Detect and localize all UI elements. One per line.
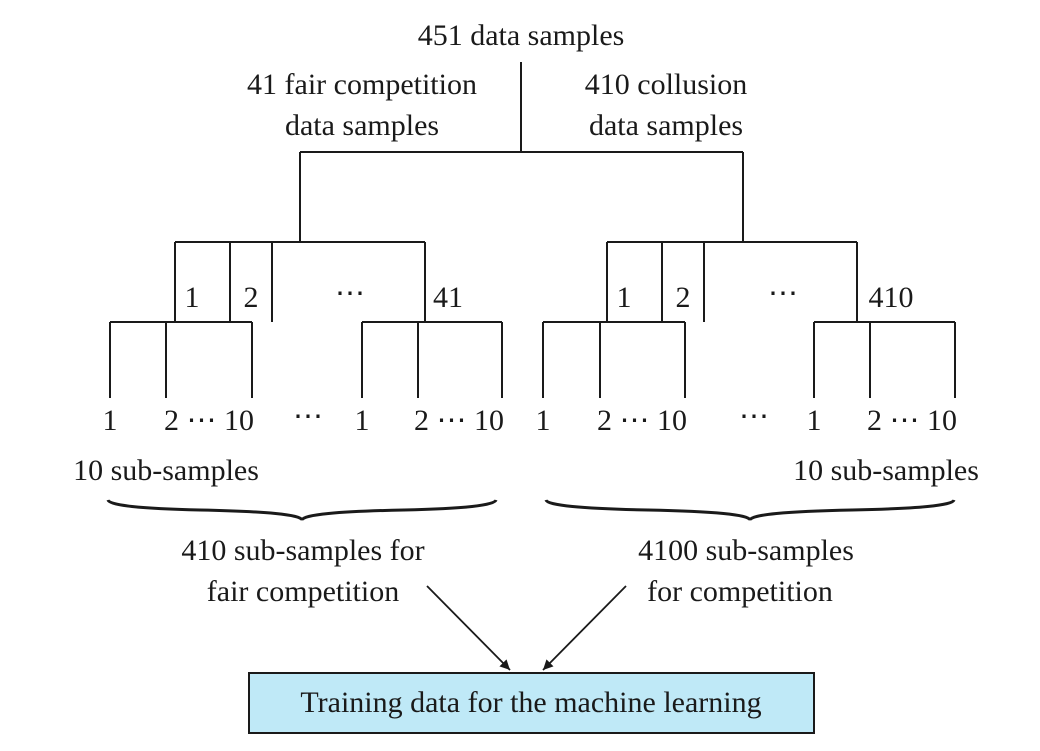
right-branch-ellipsis: ⋯: [768, 277, 798, 310]
right-sub-b-num-2-10: 2 ⋯ 10: [867, 404, 957, 437]
right-sub-a-num-1: 1: [536, 404, 551, 437]
right-curly-brace: [544, 499, 956, 521]
left-curly-brace: [106, 499, 498, 521]
left-branch-ellipsis: ⋯: [335, 277, 365, 310]
left-middle-ellipsis: ⋯: [293, 400, 323, 433]
right-group-label-line1: 410 collusion: [585, 68, 748, 101]
right-arrow: [542, 585, 627, 671]
right-total-line2: for competition: [647, 575, 833, 608]
right-sub-a-num-2-10: 2 ⋯ 10: [597, 404, 687, 437]
left-arrow: [426, 585, 511, 671]
left-total-line2: fair competition: [207, 575, 399, 608]
left-group-label-line1: 41 fair competition: [247, 68, 477, 101]
left-total-line1: 410 sub-samples for: [181, 534, 424, 567]
left-sub-b-num-1: 1: [355, 404, 370, 437]
right-sub-samples-label: 10 sub-samples: [793, 454, 979, 487]
left-sub-a-num-1: 1: [103, 404, 118, 437]
right-branch-label-1: 1: [617, 281, 632, 314]
right-group-label-line2: data samples: [589, 109, 743, 142]
right-total-line1: 4100 sub-samples: [638, 534, 854, 567]
root-label: 451 data samples: [418, 19, 625, 52]
left-sub-samples-label: 10 sub-samples: [73, 454, 259, 487]
right-branch-label-2: 2: [676, 281, 691, 314]
left-branch-label-1: 1: [185, 281, 200, 314]
right-sub-b-num-1: 1: [807, 404, 822, 437]
right-branch-label-410: 410: [869, 281, 914, 314]
left-group-label-line2: data samples: [285, 109, 439, 142]
training-data-box: [248, 672, 815, 734]
left-branch-label-2: 2: [244, 281, 259, 314]
left-branch-label-41: 41: [433, 281, 463, 314]
training-data-label: Training data for the machine learning: [300, 686, 761, 719]
left-sub-a-num-2-10: 2 ⋯ 10: [164, 404, 254, 437]
right-middle-ellipsis: ⋯: [739, 400, 769, 433]
left-sub-b-num-2-10: 2 ⋯ 10: [414, 404, 504, 437]
